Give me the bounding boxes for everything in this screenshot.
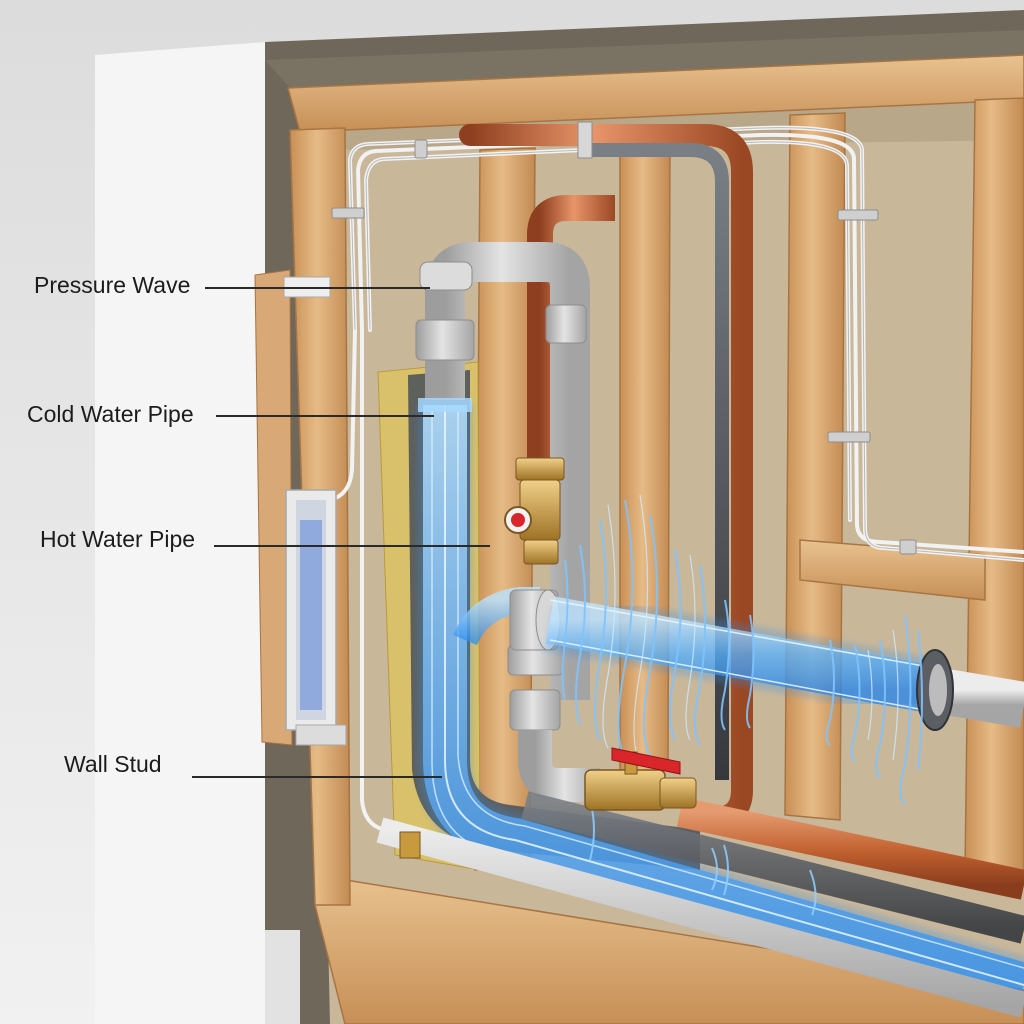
label-hot-water-pipe: Hot Water Pipe [40, 526, 196, 552]
leader-wall-stud [192, 776, 442, 778]
junction-box [283, 276, 347, 746]
leader-pressure-wave [205, 287, 430, 289]
bottom-conduit [376, 817, 1024, 1018]
hot-water-pipe [527, 195, 615, 460]
label-cold-water-pipe: Cold Water Pipe [27, 401, 194, 427]
wall-stud-3 [784, 112, 846, 821]
label-pressure-wave: Pressure Wave [34, 272, 191, 298]
cold-water-pipe [417, 398, 1024, 1012]
dark-drain-pipe [521, 791, 1024, 944]
pipe-clamp-icon [331, 139, 917, 555]
top-plate [287, 54, 1024, 133]
wall-stud-2 [619, 137, 671, 776]
pvc-drain [415, 242, 600, 802]
dark-supply-pipe [585, 143, 729, 780]
leader-cold-water-pipe [216, 415, 434, 417]
brass-fitting [504, 457, 565, 565]
pressure-wave [561, 499, 923, 806]
hot-water-pipe-lower [676, 797, 1024, 900]
leader-hot-water-pipe [214, 545, 490, 547]
label-wall-stud: Wall Stud [64, 751, 162, 777]
ball-valve-icon [584, 747, 697, 811]
wall-stud-4 [964, 97, 1024, 881]
pressure-wave-pipe [544, 589, 1024, 731]
